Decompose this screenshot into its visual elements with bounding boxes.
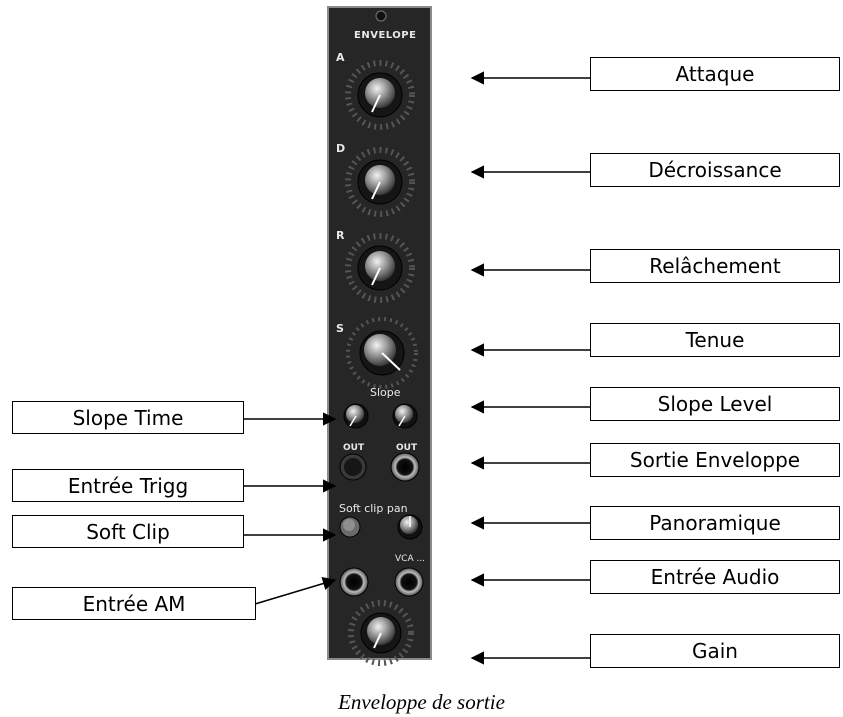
label-sortie-enveloppe: Sortie Enveloppe [590,443,840,477]
arrow-entree-am [255,580,335,604]
label-entree-audio: Entrée Audio [590,560,840,594]
release-letter: R [336,229,344,242]
sustain-letter: S [336,322,344,335]
label-slope-time: Slope Time [12,401,244,434]
attack-letter: A [336,51,345,64]
label-entree-trigg: Entrée Trigg [12,469,244,502]
figure-caption: Enveloppe de sortie [0,690,843,715]
label-attaque: Attaque [590,57,840,91]
decay-letter: D [336,142,345,155]
label-panoramique: Panoramique [590,506,840,540]
module-title: ENVELOPE [354,30,416,41]
label-soft-clip: Soft Clip [12,515,244,548]
label-decroissance: Décroissance [590,153,840,187]
slope-text: Slope [370,386,401,399]
label-relachement: Relâchement [590,249,840,283]
vca-text: VCA ... [395,554,425,564]
softclip-pan-text: Soft clip pan [339,502,408,515]
label-entree-am: Entrée AM [12,587,256,620]
label-tenue: Tenue [590,323,840,357]
out-left-text: OUT [343,443,364,453]
out-right-text: OUT [396,443,417,453]
label-gain: Gain [590,634,840,668]
label-slope-level: Slope Level [590,387,840,421]
